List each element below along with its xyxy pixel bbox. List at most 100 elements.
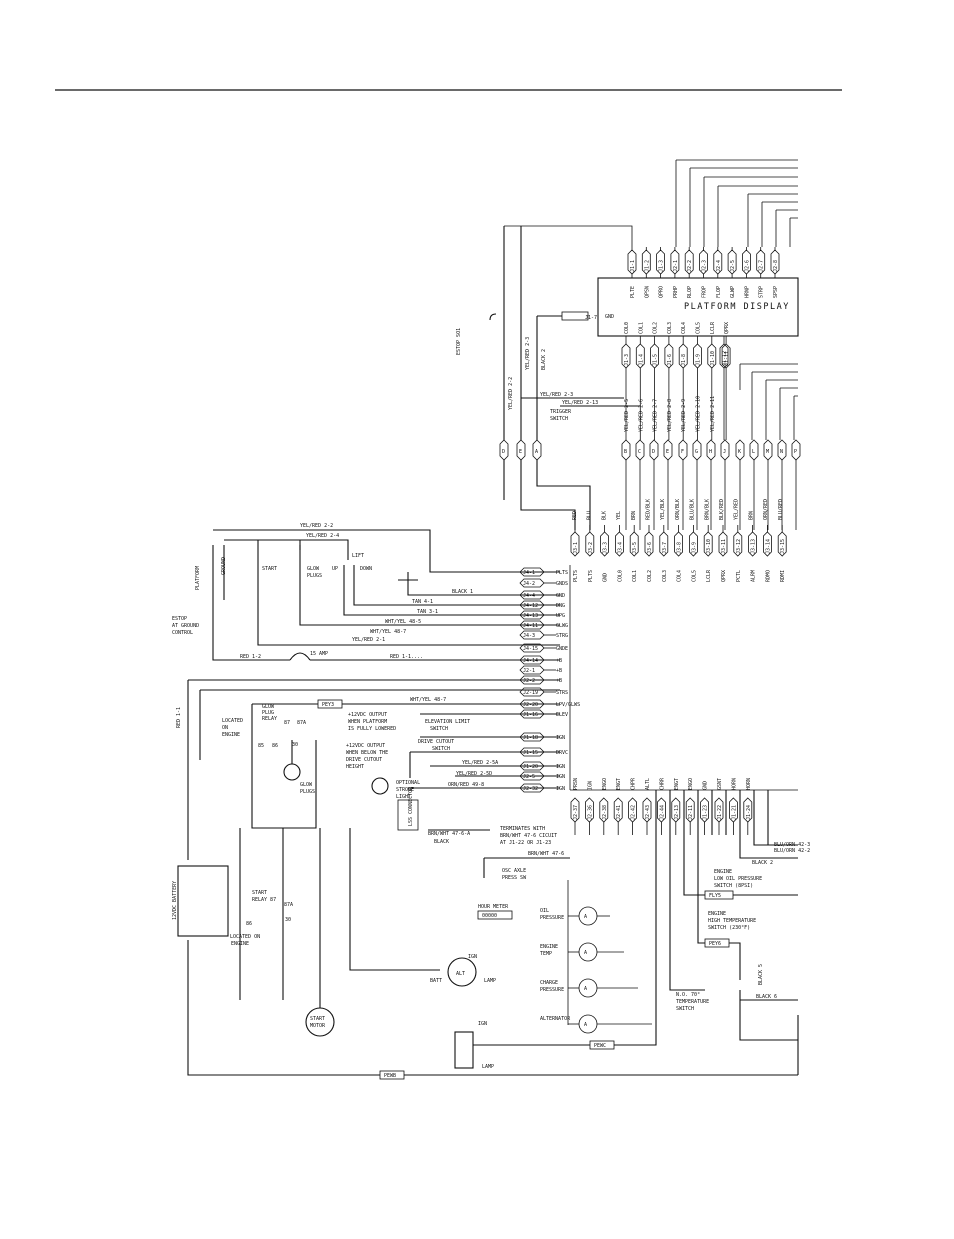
lbl-no-70: N.O. 70°	[676, 992, 700, 998]
lbl-elev-switch: SWITCH	[430, 726, 448, 732]
row-letter-15: P	[794, 449, 797, 455]
j3-conn-14	[777, 531, 787, 557]
lbl-drive-switch: SWITCH	[432, 746, 450, 752]
j3-sig-6: COL3	[662, 570, 668, 582]
pin-sig-9: +B	[556, 668, 562, 674]
j3-conn-8	[689, 531, 698, 557]
lbl-yelred-2-4: YEL/RED 2-4	[306, 533, 339, 539]
ecm-conn-0-label: J2-37	[573, 805, 579, 820]
lbl-pewb: PEWB	[384, 1073, 396, 1079]
lbl-85: 85	[258, 743, 264, 749]
display-top-conn-8-label: J2-6	[744, 260, 750, 272]
lbl-tan-4-1: TAN 4-1	[412, 599, 433, 605]
display-top-conn-1-label: J1-2	[644, 260, 650, 272]
gauge-1	[578, 942, 598, 962]
wire-yelred-2-4	[224, 539, 349, 560]
pin-conn-label-11: J2-19	[523, 690, 538, 696]
lbl-glow-plug: GLOW	[262, 704, 275, 710]
j3-conn-7-label: J3-8	[677, 542, 683, 554]
lbl-whtyel-48-5: WHT/YEL 48-5	[385, 619, 421, 625]
lbl-on: ON	[222, 725, 228, 731]
display-top-conn-10-label: J2-8	[773, 260, 779, 272]
j3-conn-5	[644, 531, 654, 557]
platform-display-label: PLATFORM DISPLAY	[684, 302, 790, 312]
lbl-low-oil: LOW OIL PRESSURE	[714, 876, 762, 882]
pin-conn-label-9: J2-1	[523, 668, 535, 674]
j3-conn-4	[629, 531, 639, 557]
lss-connector	[397, 799, 419, 831]
row-letter-0: D	[502, 449, 505, 455]
display-bot-conn-1-label: J1-4	[638, 354, 644, 366]
display-bot-sig-0: COL0	[624, 322, 630, 334]
j3-conn-6	[659, 531, 669, 557]
lbl-ornred-49-8: ORN/RED 49-8	[448, 782, 484, 788]
lbl-engine: ENGINE	[222, 732, 240, 738]
j3-sig-3: COL0	[617, 570, 623, 582]
lbl-switch: SWITCH	[550, 416, 568, 422]
lbl-30: 30	[292, 742, 298, 748]
row-letter-7: F	[681, 449, 684, 455]
pin-sig-18: IGN	[556, 786, 565, 792]
lbl-15-amp: 15 AMP	[310, 651, 328, 657]
display-bot-sig-1: COL1	[638, 322, 644, 334]
pin-sig-14: IGN	[556, 735, 565, 741]
j3-sig-14: RDMI	[780, 570, 786, 582]
lbl-87a: 87A	[297, 720, 306, 726]
gauge-label-2-0: CHARGE	[540, 980, 558, 986]
estop-so1-label: ESTOP SO1	[456, 328, 462, 355]
row-letter-9: H	[709, 449, 712, 455]
lbl-batt: BATT	[430, 978, 442, 984]
j3-conn-12	[748, 531, 757, 557]
pin-conn-label-12: J2-20	[523, 702, 538, 708]
yelred-label-5: YEL/RED 2-10	[696, 396, 702, 432]
ecm-sig-9: GND	[703, 781, 709, 790]
feed-line-3	[703, 176, 798, 247]
lbl-switch-3: SWITCH	[676, 1006, 694, 1012]
lbl-strobe: STROBE	[396, 787, 414, 793]
strobe-light-symbol	[371, 777, 389, 795]
lbl-yelred-2-5a: YEL/RED 2-5A	[462, 760, 498, 766]
gauge-label-0-1: PRESSURE	[540, 915, 564, 921]
lbl-12vdc-2: WHEN PLATFORM	[348, 719, 387, 725]
display-bot-conn-extra-label: J1-12	[722, 351, 728, 366]
gauge-3	[578, 1014, 598, 1034]
lbl-terminates-2: BRN/WHT 47-6 CICUIT	[500, 833, 557, 839]
yelred-label-6: YEL/RED 2-11	[710, 396, 716, 432]
yelred-label-4: YEL/RED 2-9	[681, 399, 687, 432]
j3-conn-7	[674, 531, 683, 557]
row-wire-2: BLK	[601, 511, 607, 520]
lbl-located-on-engine: LOCATED ON	[230, 934, 260, 940]
lbl-alt: ALT	[456, 971, 465, 977]
gauge-2	[578, 978, 598, 998]
lbl-press-sw: PRESS SW	[502, 875, 527, 881]
feed-line-6	[761, 201, 798, 247]
gauge-cluster: AOILPRESSUREAENGINETEMPACHARGEPRESSUREAA…	[540, 880, 652, 1034]
ignition-switch	[454, 1031, 474, 1069]
lbl-black-lss: BLACK	[434, 839, 449, 845]
feed-line-2	[689, 167, 798, 247]
lbl-platform: PLATFORM	[195, 566, 201, 590]
pin-sig-4: UPG	[556, 613, 565, 619]
lbl-yelred-2-1: YEL/RED 2-1	[352, 637, 385, 643]
lbl-motor: MOTOR	[310, 1023, 326, 1029]
wires-yelred-2-5	[410, 765, 560, 789]
feed-line-7	[775, 209, 798, 247]
j3-sig-0: PLTS	[573, 570, 579, 582]
alternator-symbol	[447, 957, 477, 987]
lbl-red-1-1-vertical: RED 1-1	[176, 707, 182, 728]
lbl-yelred-2-5b: YEL/RED 2-5D	[456, 771, 492, 777]
j3-sig-2: GND	[603, 573, 609, 582]
lbl-pey3: PEY3	[322, 702, 334, 708]
display-top-sig-7: GLWP	[730, 286, 736, 298]
row-wire-6: YEL/BLK	[660, 499, 666, 520]
feed-line-yelred-2-3b	[504, 225, 633, 247]
display-top-sig-10: SPSP	[773, 286, 779, 298]
battery-symbol	[177, 865, 229, 937]
row-wire-9: BRN/BLK	[704, 499, 710, 520]
lbl-high-temp: HIGH TEMPERATURE	[708, 918, 756, 924]
hour-meter-box	[477, 910, 513, 920]
lbl-black-2: BLACK 2	[541, 349, 547, 370]
display-top-conn-4-label: J2-2	[687, 260, 693, 272]
